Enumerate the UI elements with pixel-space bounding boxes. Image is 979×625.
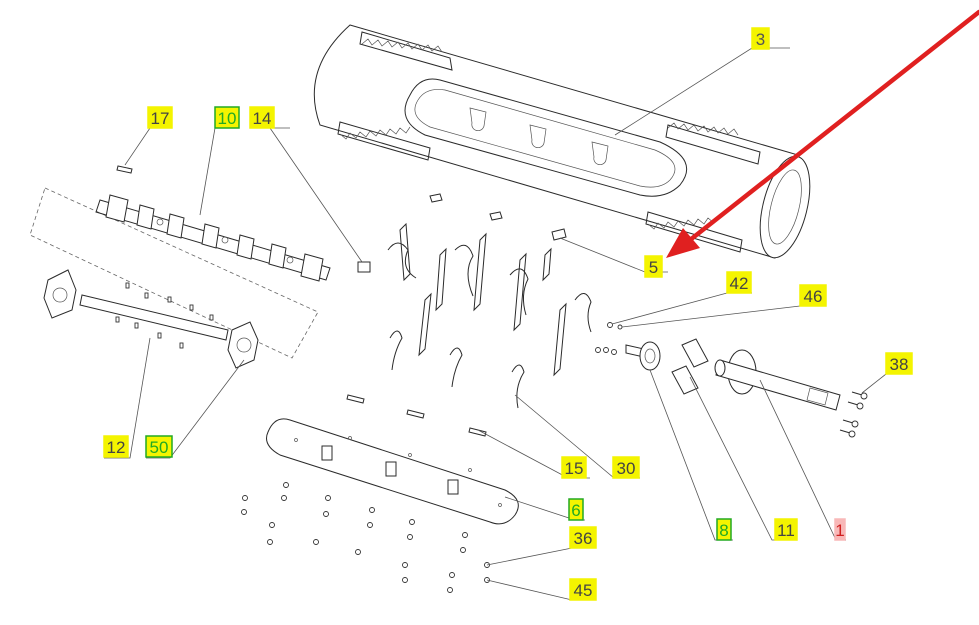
callout-box — [249, 106, 275, 129]
pins — [346, 394, 487, 437]
callout-box — [612, 456, 640, 479]
key-part — [116, 165, 133, 174]
callouts: 3 5 17 10 14 42 46 38 12 50 15 30 6 8 11… — [103, 27, 913, 601]
callout-11: 11 — [774, 518, 798, 541]
callout-14: 14 — [249, 106, 275, 129]
callout-box — [561, 456, 587, 479]
callout-42: 42 — [726, 271, 752, 294]
callout-45: 45 — [569, 578, 597, 601]
callout-label: 45 — [574, 581, 593, 600]
callout-50: 50 — [145, 435, 173, 458]
bolts — [839, 391, 868, 438]
callout-label: 8 — [719, 521, 728, 540]
callout-1: 1 — [834, 518, 846, 541]
callout-5: 5 — [644, 255, 663, 278]
callout-label: 12 — [107, 438, 126, 457]
stub-shaft — [714, 349, 841, 411]
callout-label: 36 — [574, 529, 593, 548]
callout-label: 17 — [151, 109, 170, 128]
callout-label: 42 — [730, 274, 749, 293]
callout-box — [569, 578, 597, 601]
bearing-flange — [625, 341, 661, 371]
callout-label: 30 — [617, 459, 636, 478]
callout-label: 1 — [835, 521, 844, 540]
nuts-washers — [595, 322, 623, 355]
callout-box — [568, 498, 584, 521]
callout-box — [799, 284, 827, 307]
callout-box — [834, 518, 846, 541]
callout-label: 50 — [150, 438, 169, 457]
callout-box — [726, 271, 752, 294]
gasket-plates — [671, 338, 709, 395]
callout-box — [103, 435, 129, 458]
red-pointer-arrow — [666, 9, 979, 258]
callout-box — [885, 352, 913, 375]
spacer-block — [357, 261, 371, 273]
callout-36: 36 — [569, 526, 597, 549]
callout-box — [751, 27, 770, 50]
callout-12: 12 — [103, 435, 129, 458]
callout-6: 6 — [568, 498, 584, 521]
callout-46: 46 — [799, 284, 827, 307]
callout-38: 38 — [885, 352, 913, 375]
callout-box — [145, 435, 173, 458]
callout-label: 3 — [756, 30, 765, 49]
callout-label: 11 — [777, 521, 795, 540]
callout-label: 15 — [565, 459, 584, 478]
callout-15: 15 — [561, 456, 587, 479]
callout-box — [147, 106, 173, 129]
callout-8: 8 — [716, 518, 732, 541]
callout-17: 17 — [147, 106, 173, 129]
callout-box — [716, 518, 732, 541]
callout-box — [569, 526, 597, 549]
callout-label: 10 — [218, 109, 237, 128]
callout-label: 6 — [571, 501, 580, 520]
callout-10: 10 — [214, 106, 240, 129]
callout-label: 5 — [649, 258, 658, 277]
small-studs-left — [115, 282, 214, 349]
callout-label: 38 — [890, 355, 909, 374]
knife-holder-set — [387, 193, 592, 409]
callout-box — [644, 255, 663, 278]
callout-30: 30 — [612, 456, 640, 479]
callout-label: 46 — [804, 287, 823, 306]
cam-shaft-assembly — [29, 187, 331, 359]
cover-plate — [266, 418, 519, 525]
drum-cylinder — [313, 24, 811, 259]
bearing-shaft — [43, 269, 259, 369]
callout-3: 3 — [751, 27, 770, 50]
callout-label: 14 — [253, 109, 272, 128]
callout-box — [214, 106, 240, 129]
callout-box — [774, 518, 798, 541]
